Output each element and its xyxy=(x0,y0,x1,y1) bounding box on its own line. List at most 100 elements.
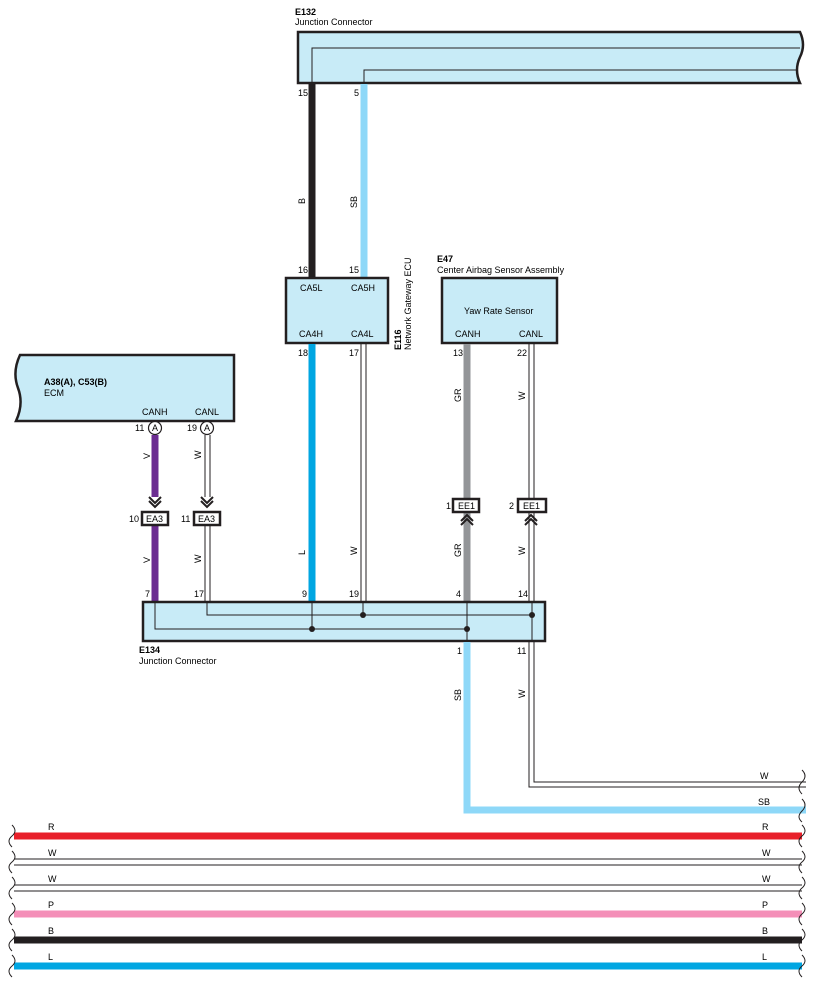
ecm-term-canh: CANH xyxy=(142,407,168,417)
ea3-label-2: EA3 xyxy=(198,514,215,524)
wire-break-mark xyxy=(798,928,806,952)
e134-junction-connector: 7 17 9 19 4 14 E134 Junction Connector 1… xyxy=(139,589,547,666)
e134-pin-1: 1 xyxy=(457,646,462,656)
e47-pin-22: 22 xyxy=(517,348,527,358)
e47-inner-label: Yaw Rate Sensor xyxy=(464,306,533,316)
e116-code: E116 xyxy=(393,329,403,350)
ea3-connector-2: 11 EA3 xyxy=(181,496,222,527)
ea3-pin-10: 10 xyxy=(129,514,139,524)
e47-term-canl: CANL xyxy=(519,329,543,339)
e134-pin-4: 4 xyxy=(456,589,461,599)
e116-box xyxy=(284,276,390,345)
wire-sb-output xyxy=(463,642,806,814)
bus-line-label: R xyxy=(48,822,55,832)
wire-break-mark xyxy=(798,798,806,823)
ea3-pin-11: 11 xyxy=(181,514,190,524)
wire-label-v-upper: V xyxy=(142,453,152,459)
e134-splice-dot xyxy=(464,626,470,632)
e116-pin-18: 18 xyxy=(298,348,308,358)
e116-term-ca5l: CA5L xyxy=(300,283,323,293)
ecm-box xyxy=(14,353,236,423)
wire-w-ecm-e134 xyxy=(204,435,211,602)
e116-term-ca5h: CA5H xyxy=(351,283,375,293)
ee1-label-2: EE1 xyxy=(523,501,540,511)
e132-inner-line-15 xyxy=(311,47,800,83)
e116-pin-15: 15 xyxy=(349,265,359,275)
bus-line-label: W xyxy=(48,848,57,858)
bus-line-label: P xyxy=(762,900,768,910)
ecm-connector-a-1: A xyxy=(152,423,158,433)
e134-splice-dot xyxy=(360,612,366,618)
ee1-label-1: EE1 xyxy=(458,501,475,511)
e134-inner-can-l xyxy=(206,602,532,616)
e132-pin-15: 15 xyxy=(298,88,308,98)
bus-line-label: L xyxy=(48,952,53,962)
e132-box xyxy=(296,30,805,85)
bus-line-label: B xyxy=(762,926,768,936)
ecm-pin-11: 11 xyxy=(135,423,144,433)
wire-break-mark xyxy=(798,769,806,795)
wire-label-sb-output: SB xyxy=(453,689,463,701)
e116-pin-16: 16 xyxy=(298,265,308,275)
e134-splice-dot xyxy=(309,626,315,632)
ecm-code: A38(A), C53(B) xyxy=(44,377,107,387)
wire-w-output xyxy=(528,642,806,788)
bus-line-label: W xyxy=(762,874,771,884)
wire-break-mark xyxy=(8,824,16,848)
wire-break-mark xyxy=(798,850,806,874)
wire-break-mark xyxy=(798,824,806,848)
wire-label-gr-upper: GR xyxy=(453,388,463,402)
ecm-connector-a-2: A xyxy=(204,423,210,433)
e47-name: Center Airbag Sensor Assembly xyxy=(437,265,565,275)
bus-line-label: W xyxy=(762,848,771,858)
wire-label-w-ecm-upper: W xyxy=(193,450,203,459)
wire-w-e116-e134 xyxy=(360,344,367,602)
e132-code: E132 xyxy=(295,7,316,17)
wire-label-w-lower: W xyxy=(517,546,527,555)
ee1-pin-2: 2 xyxy=(509,501,514,511)
e134-splice-dot xyxy=(529,612,535,618)
wire-label-w-right: W xyxy=(760,771,769,781)
bus-line-label: B xyxy=(48,926,54,936)
e47-pin-13: 13 xyxy=(453,348,463,358)
wire-label-l: L xyxy=(297,550,307,555)
e47-center-airbag-sensor: E47 Center Airbag Sensor Assembly Yaw Ra… xyxy=(437,254,565,358)
ee1-pin-1: 1 xyxy=(446,501,451,511)
bus-line-label: R xyxy=(762,822,769,832)
wire-break-mark xyxy=(8,954,16,978)
wire-label-sb-right: SB xyxy=(758,797,770,807)
e116-name: Network Gateway ECU xyxy=(403,257,413,350)
ee1-connector-1: 1 EE1 xyxy=(446,497,481,526)
wire-label-w-e116: W xyxy=(349,546,359,555)
e134-pin-19: 19 xyxy=(349,589,359,599)
e132-name: Junction Connector xyxy=(295,17,373,27)
wire-label-gr-lower: GR xyxy=(453,543,463,557)
e116-pin-17: 17 xyxy=(349,348,359,358)
bus-line-label: L xyxy=(762,952,767,962)
wire-label-w-output: W xyxy=(517,689,527,698)
wire-label-sb: SB xyxy=(349,196,359,208)
ee1-connector-2: 2 EE1 xyxy=(509,497,548,526)
e134-pin-14: 14 xyxy=(518,589,528,599)
e134-pin-9: 9 xyxy=(302,589,307,599)
ecm: A38(A), C53(B) ECM CANH CANL 11 19 A A xyxy=(14,353,236,436)
ecm-pin-19: 19 xyxy=(187,423,197,433)
wire-label-v-lower: V xyxy=(142,557,152,563)
ea3-label-1: EA3 xyxy=(146,514,163,524)
e47-box xyxy=(440,276,559,345)
ea3-connector-1: 10 EA3 xyxy=(129,496,170,527)
wire-break-mark xyxy=(8,876,16,900)
ecm-name: ECM xyxy=(44,388,64,398)
bus-line-label: P xyxy=(48,900,54,910)
wire-label-w-upper: W xyxy=(517,391,527,400)
e134-code: E134 xyxy=(139,645,160,655)
e134-pin-11: 11 xyxy=(517,646,526,656)
e116-term-ca4h: CA4H xyxy=(299,329,323,339)
wire-break-mark xyxy=(8,902,16,926)
